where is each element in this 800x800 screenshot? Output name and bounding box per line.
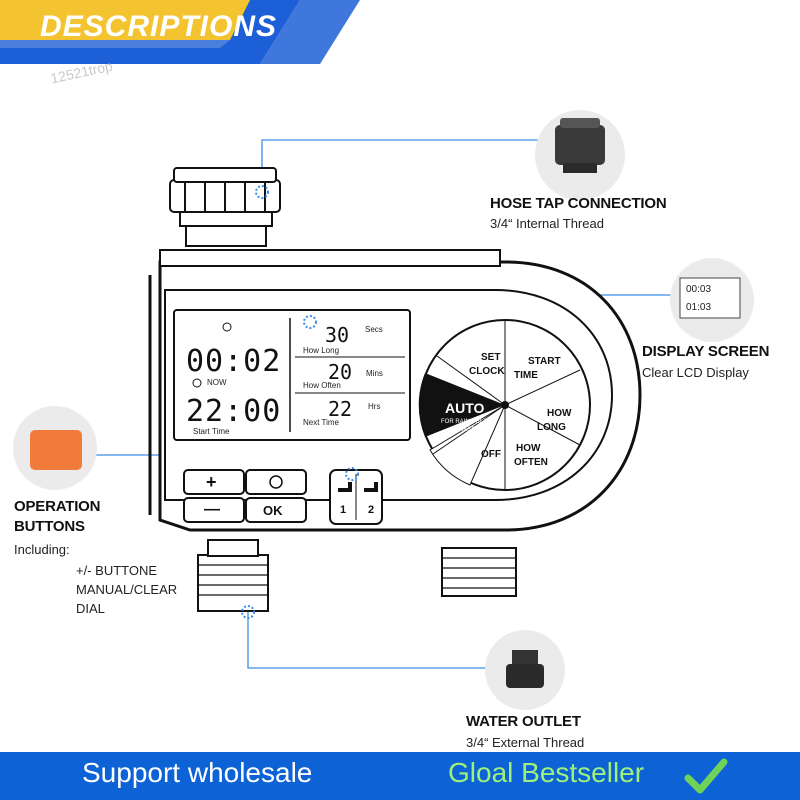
hose-thumbnail: [535, 110, 625, 200]
outlet-callout-sub: 3/4“ External Thread: [466, 735, 585, 750]
dial-how-often-2: OFTEN: [514, 457, 548, 468]
dial-time-label: TIME: [514, 370, 538, 381]
lcd-how-long-label: How Long: [303, 346, 340, 355]
hose-tap-nut: [169, 167, 281, 247]
display-callout-sub: Clear LCD Display: [642, 365, 749, 380]
zone-1-button[interactable]: 1: [340, 504, 347, 516]
zone-2-button[interactable]: 2: [368, 504, 375, 516]
display-callout-title: DISPLAY SCREEN: [642, 343, 770, 360]
operation-callout-title-1: OPERATION: [14, 498, 101, 515]
operation-line-2: MANUAL/CLEAR: [76, 582, 178, 597]
dial-how-long-2: LONG: [537, 422, 566, 433]
dial-set-label: SET: [481, 352, 501, 363]
operation-line-1: +/- BUTTONE: [76, 563, 158, 578]
plus-button[interactable]: +: [206, 472, 217, 492]
lcd-now-label: NOW: [207, 378, 227, 387]
header-banner: [0, 0, 360, 64]
outlet-callout-title: WATER OUTLET: [466, 713, 581, 730]
lcd-next-label: Next Time: [303, 418, 340, 427]
lcd-how-often-label: How Often: [303, 381, 341, 390]
outlet-thumbnail: [485, 630, 565, 710]
lcd-how-often-value: 20: [328, 360, 353, 384]
display-thumb-time2: 01:03: [686, 302, 712, 313]
ok-button[interactable]: OK: [263, 503, 283, 518]
dial-how-long-1: HOW: [547, 408, 572, 419]
display-thumbnail: [670, 258, 754, 342]
lcd-how-long-value: 30: [325, 323, 350, 347]
hose-callout-sub: 3/4“ Internal Thread: [490, 216, 604, 231]
lcd-start-label: Start Time: [193, 427, 230, 436]
dial-start-label: START: [528, 356, 561, 367]
lcd-how-long-unit: Secs: [365, 325, 383, 334]
dial-auto-label: AUTO: [445, 400, 485, 416]
hose-callout-title: HOSE TAP CONNECTION: [490, 195, 667, 212]
display-thumb-time1: 00:03: [686, 284, 712, 295]
operation-line-3: DIAL: [76, 601, 105, 616]
dial-auto-sub2: PRESS +: [455, 427, 481, 433]
dial-off-label: OFF: [481, 449, 501, 460]
operation-thumbnail: [13, 406, 97, 490]
lcd-start-clock: 22:00: [186, 394, 282, 429]
footer-bar: [0, 752, 800, 800]
footer-support-wholesale: Support wholesale: [82, 757, 313, 788]
checkmark-icon: [684, 758, 728, 794]
lcd-duration-clock: 00:02: [186, 344, 282, 379]
dial-clock-label: CLOCK: [469, 366, 505, 377]
operation-including: Including:: [14, 542, 70, 557]
lcd-next-value: 22: [328, 397, 353, 421]
lcd-how-often-unit: Mins: [366, 369, 383, 378]
lcd-next-unit: Hrs: [368, 402, 381, 411]
operation-callout-title-2: BUTTONS: [14, 518, 85, 535]
banner-title: DESCRIPTIONS: [40, 10, 278, 43]
minus-button[interactable]: —: [204, 501, 220, 518]
footer-bestseller: Gloal Bestseller: [448, 757, 645, 788]
dial-auto-sub1: FOR RAIN DELAY: [441, 419, 491, 425]
dial-how-often-1: HOW: [516, 443, 541, 454]
